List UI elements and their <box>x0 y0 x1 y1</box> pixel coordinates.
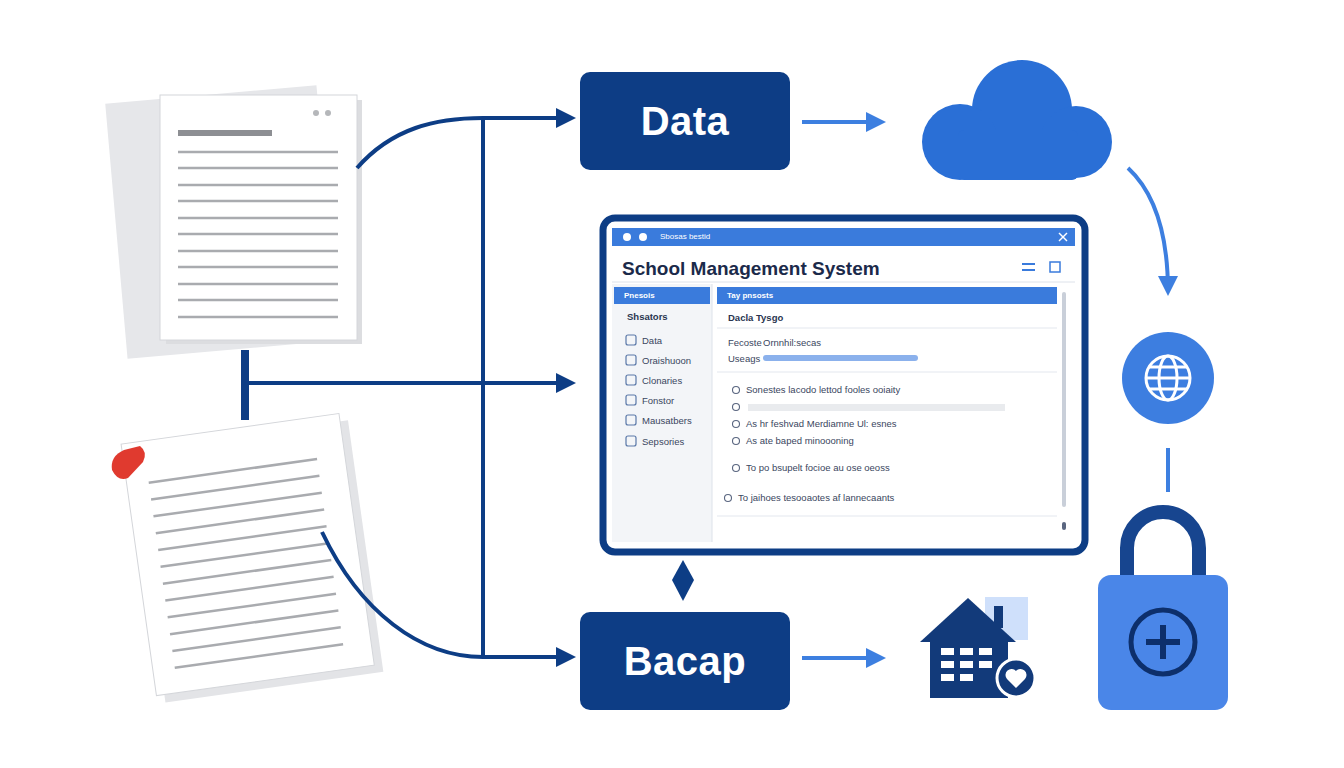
flow-lines <box>245 118 572 657</box>
document-icon <box>105 85 362 359</box>
field-label: Fecoste <box>728 337 762 348</box>
menu-item: Fonstor <box>642 395 674 406</box>
header-label: Pnesois <box>614 291 655 300</box>
menu-item: Mausatbers <box>642 415 692 426</box>
lock-icon <box>1098 512 1228 710</box>
menu-item: Data <box>642 335 662 346</box>
cloud-icon <box>922 60 1112 180</box>
menu-item: Oraishuoon <box>642 355 691 366</box>
process-box: Bacap <box>580 612 790 710</box>
list-item: As hr feshvad Merdiamne Ul: esnes <box>746 418 896 429</box>
process-box: Data <box>580 72 790 170</box>
window-frame <box>603 218 1085 552</box>
sidebar-header: Pnesois <box>614 287 710 304</box>
menu-item: Clonaries <box>642 375 682 386</box>
field-label: Dacla Tysgo <box>728 312 783 323</box>
window-heading: School Management System <box>622 258 880 280</box>
window-title: Sbosas bestid <box>660 232 710 241</box>
menu-item: Sepsories <box>642 436 684 447</box>
header-label: Tay pnsosts <box>717 291 773 300</box>
document-icon <box>121 412 383 703</box>
list-item: To po bsupelt focioe au ose oeoss <box>746 462 890 473</box>
box-label: Data <box>641 99 730 144</box>
diamond-symbol <box>672 560 694 601</box>
list-item: As ate baped minoooning <box>746 435 854 446</box>
menu-heading: Shsators <box>627 311 668 322</box>
house-icon <box>920 597 1035 698</box>
field-value: Ornnhil:secas <box>763 337 821 348</box>
list-item: To jaihoes tesooaotes af lannecaants <box>738 492 894 503</box>
pin-icon <box>112 446 145 479</box>
globe-icon <box>1122 332 1214 424</box>
box-label: Bacap <box>624 639 747 684</box>
field-label: Useags <box>728 353 760 364</box>
list-item: Sonestes lacodo lettod fooles ooiaity <box>746 384 900 395</box>
panel-header: Tay pnsosts <box>717 287 1057 304</box>
